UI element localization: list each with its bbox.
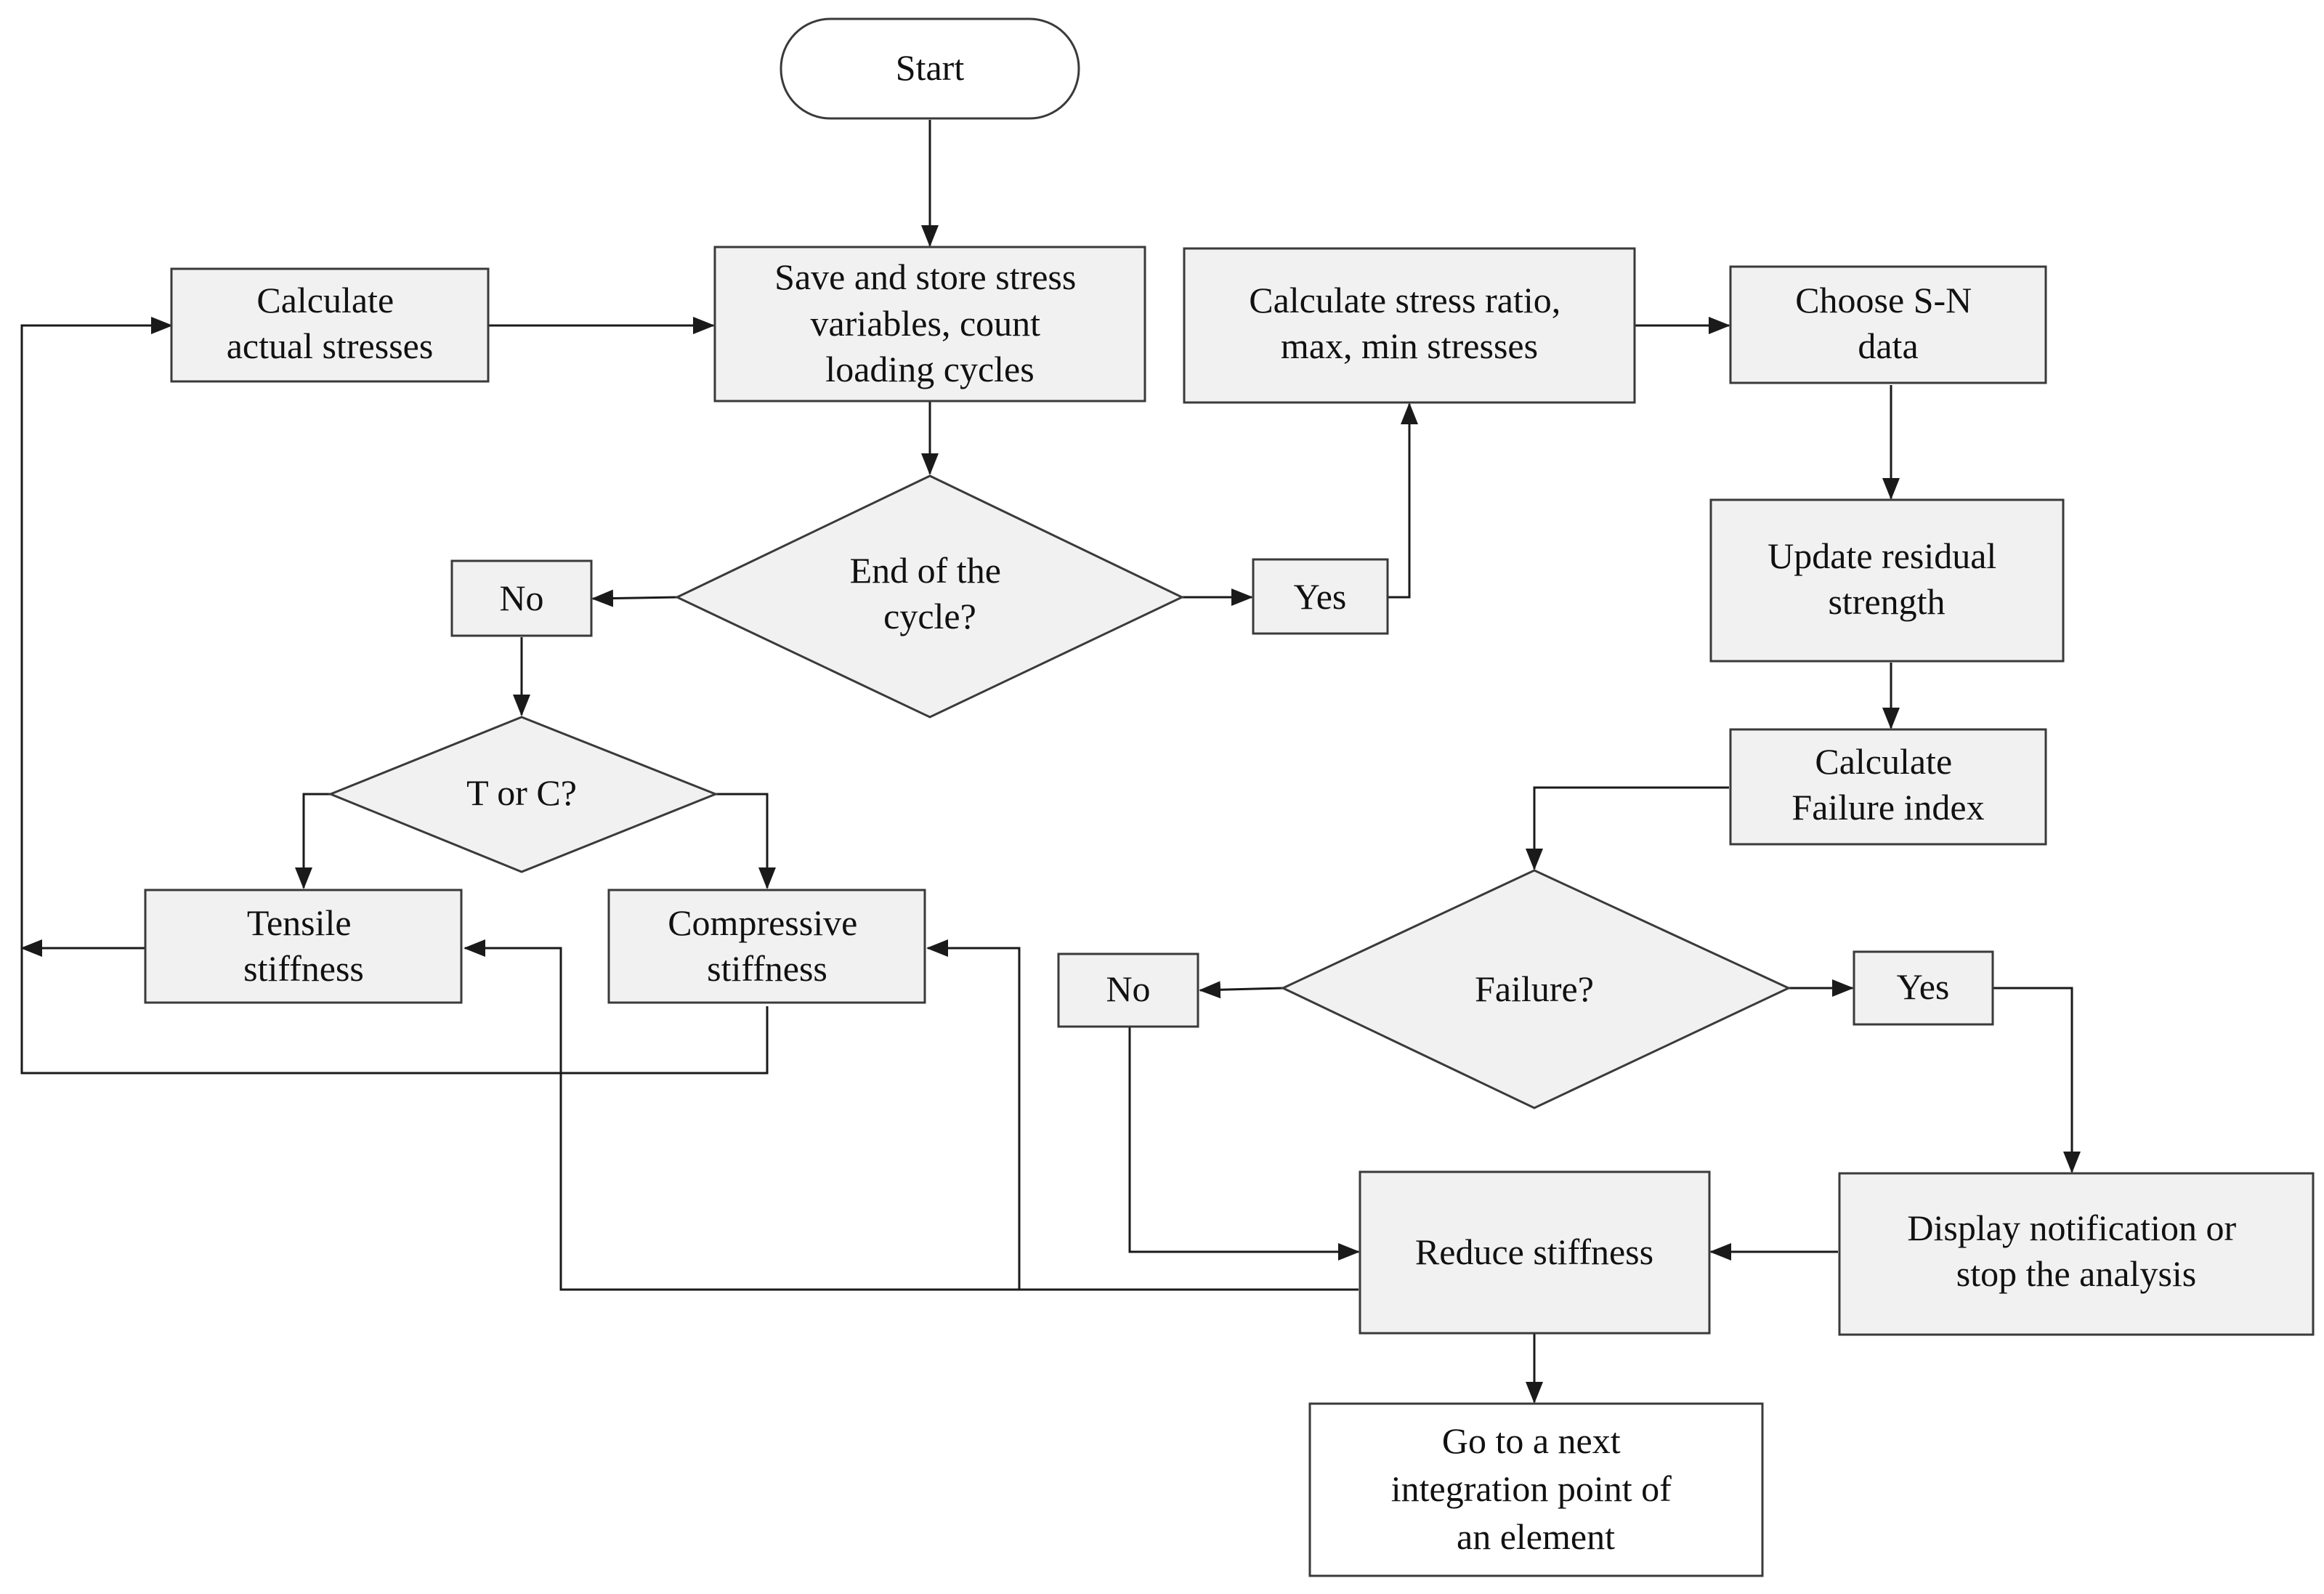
node-calculate-failure-index: Calculate Failure index xyxy=(1729,728,2047,846)
node-yes-failure: Yes xyxy=(1853,950,1994,1026)
arrow-calc-failure-to-failure xyxy=(1526,786,1729,870)
node-display-notification: Display notification or stop the analysi… xyxy=(1838,1172,2315,1336)
yes-failure-label: Yes xyxy=(1897,966,1950,1007)
node-update-residual-strength: Update residual strength xyxy=(1709,498,2065,663)
connectors xyxy=(20,120,2081,1404)
t-or-c-label: T or C? xyxy=(466,772,577,813)
arrow-reduce-to-tensile xyxy=(463,939,1359,1291)
decision-end-of-cycle: End of the cycle? xyxy=(674,474,1185,719)
next-integration-point-label: Go to a next integration point of an ele… xyxy=(1391,1420,1681,1557)
node-compressive-stiffness: Compressive stiffness xyxy=(607,889,926,1004)
node-reduce-stiffness: Reduce stiffness xyxy=(1359,1170,1711,1335)
tensile-stiffness-label: Tensile stiffness xyxy=(243,902,364,989)
node-calculate-actual-stresses: Calculate actual stresses xyxy=(170,267,490,383)
display-notification-label: Display notification or stop the analysi… xyxy=(1907,1207,2245,1294)
node-choose-sn-data: Choose S-N data xyxy=(1729,265,2047,384)
arrow-yes-to-calc-ratio xyxy=(1388,402,1418,599)
node-tensile-stiffness: Tensile stiffness xyxy=(144,889,463,1004)
node-calculate-stress-ratio: Calculate stress ratio, max, min stresse… xyxy=(1183,247,1636,404)
arrow-t-or-c-to-compressive xyxy=(716,793,776,889)
start-label: Start xyxy=(896,47,965,88)
arrow-failure-to-no xyxy=(1199,981,1284,999)
calculate-stress-ratio-label: Calculate stress ratio, max, min stresse… xyxy=(1249,280,1570,366)
node-yes-end-cycle: Yes xyxy=(1252,558,1389,635)
node-no-end-cycle: No xyxy=(450,559,593,637)
node-no-failure: No xyxy=(1057,952,1199,1028)
arrow-no-to-reduce xyxy=(1128,1027,1360,1261)
arrow-t-or-c-to-tensile xyxy=(295,793,331,889)
arrow-reduce-to-compressive xyxy=(926,939,1021,1290)
decision-failure: Failure? xyxy=(1280,869,1791,1109)
choose-sn-data-label: Choose S-N data xyxy=(1795,280,1981,366)
node-start: Start xyxy=(780,17,1080,120)
end-of-cycle-label: End of the cycle? xyxy=(850,550,1011,636)
calculate-actual-stresses-label: Calculate actual stresses xyxy=(227,280,434,366)
compressive-stiffness-label: Compressive stiffness xyxy=(668,902,867,989)
failure-label: Failure? xyxy=(1475,968,1594,1009)
yes-end-cycle-label: Yes xyxy=(1294,576,1347,617)
arrow-end-cycle-to-no xyxy=(591,589,678,607)
node-next-integration-point: Go to a next integration point of an ele… xyxy=(1308,1402,1764,1577)
arrow-compressive-loop-to-calc-actual xyxy=(20,317,769,1075)
save-store-stress-label: Save and store stress variables, count l… xyxy=(774,256,1085,389)
calculate-failure-index-label: Calculate Failure index xyxy=(1791,741,1984,828)
decision-t-or-c: T or C? xyxy=(328,716,719,873)
node-save-store-stress: Save and store stress variables, count l… xyxy=(713,246,1146,402)
no-end-cycle-label: No xyxy=(499,578,543,618)
no-failure-label: No xyxy=(1106,968,1150,1009)
arrow-yes-to-display xyxy=(1993,987,2081,1173)
update-residual-strength-label: Update residual strength xyxy=(1768,535,2006,622)
reduce-stiffness-label: Reduce stiffness xyxy=(1415,1231,1653,1272)
